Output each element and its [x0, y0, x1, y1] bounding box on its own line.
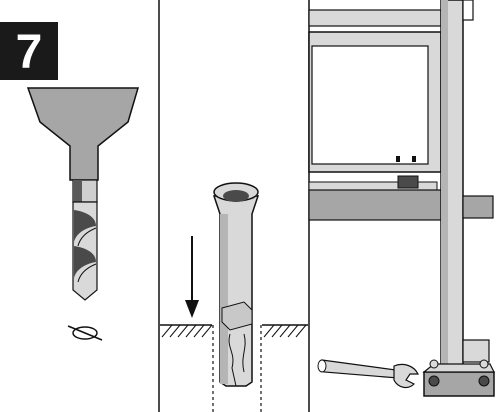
step-number: 7 — [16, 26, 43, 79]
mount-panel — [308, 0, 495, 397]
down-arrow-icon — [185, 236, 199, 318]
drill-panel — [26, 87, 140, 341]
step-badge: 7 — [0, 22, 58, 80]
bolt-icon — [428, 359, 490, 387]
drilled-hole-icon — [212, 325, 262, 412]
door-panel-icon — [308, 31, 442, 173]
frame-post-icon — [440, 0, 494, 395]
wrench-icon — [317, 359, 419, 389]
floor-plate-icon — [422, 359, 495, 397]
wall-plug-icon — [212, 182, 260, 387]
diameter-symbol-icon — [67, 325, 103, 341]
guide-rail — [308, 175, 450, 221]
drill-bit-icon — [26, 87, 140, 301]
ground-hatch-icon — [160, 324, 308, 338]
anchor-panel — [160, 182, 308, 412]
top-rail — [308, 9, 442, 27]
